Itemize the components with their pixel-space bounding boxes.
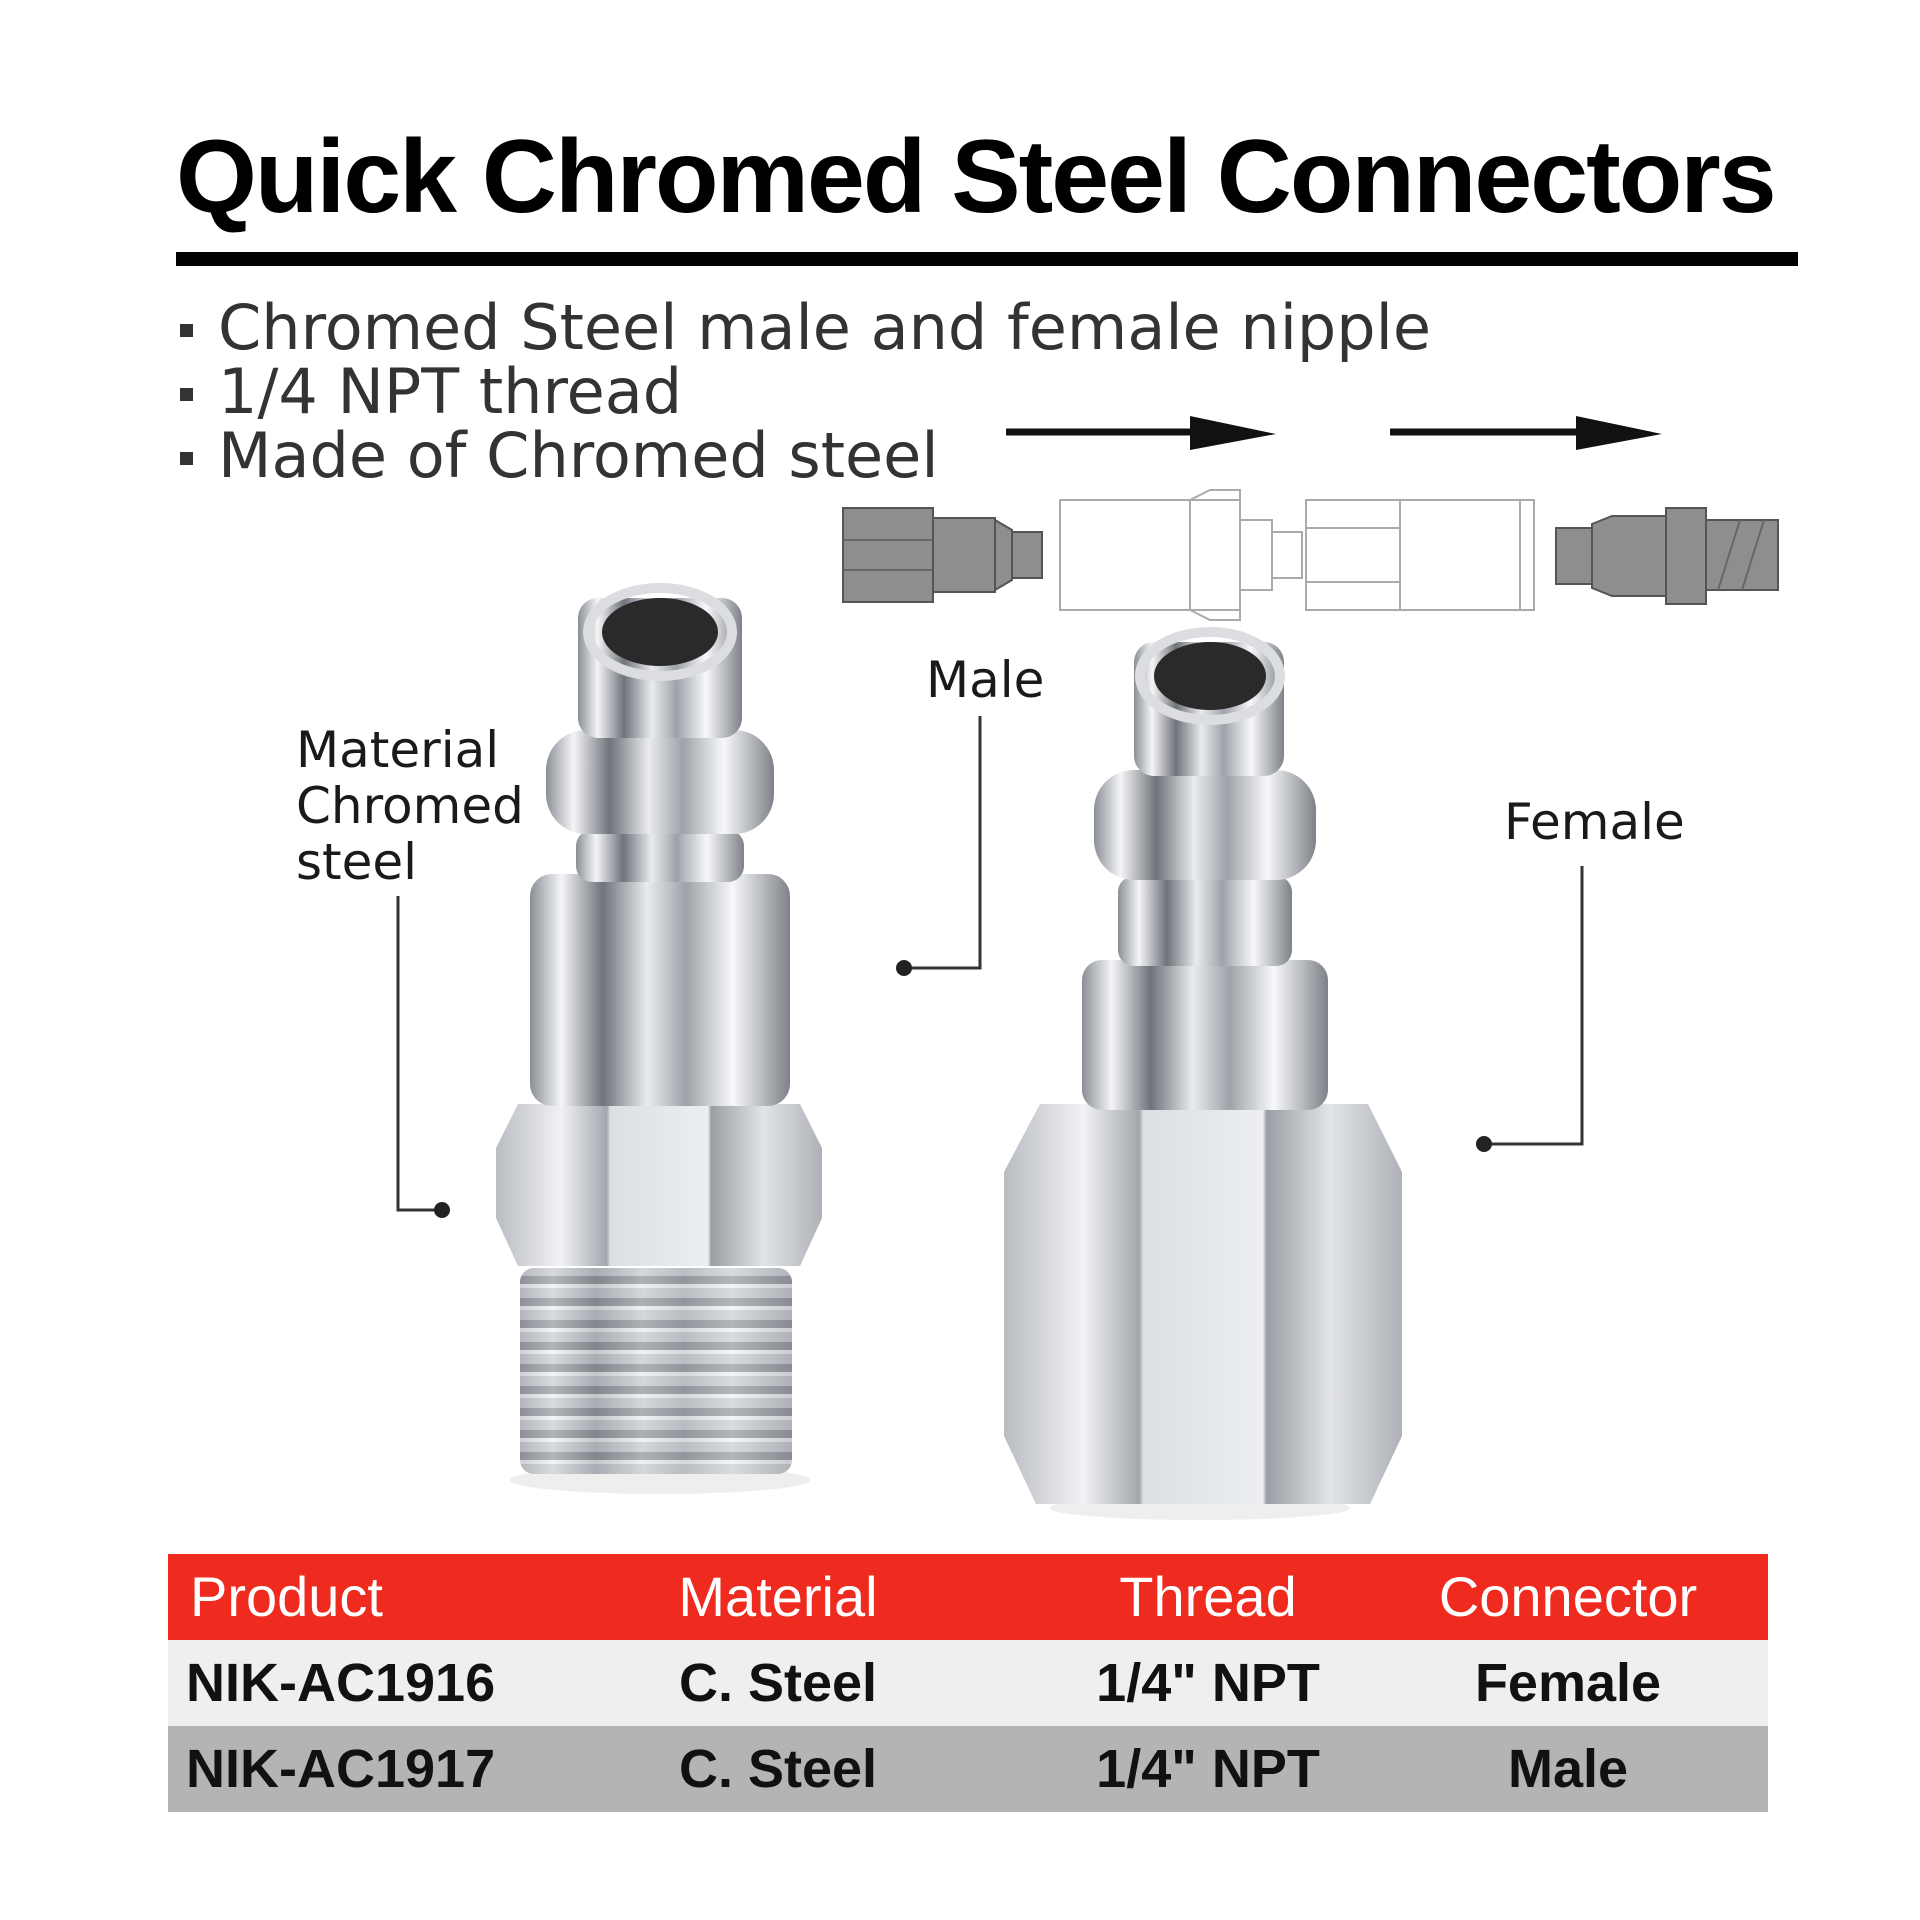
arrow-right-icon <box>1006 416 1276 450</box>
feature-item: Made of Chromed steel <box>176 424 1431 488</box>
feature-item: 1/4 NPT thread <box>176 360 1431 424</box>
bullet-icon <box>180 452 193 465</box>
feature-list: Chromed Steel male and female nipple 1/4… <box>176 296 1431 488</box>
table-cell: 1/4" NPT <box>1096 1653 1320 1713</box>
callout-line: Material <box>296 721 500 779</box>
callout-dot <box>434 1202 450 1218</box>
callout-leader-male <box>904 716 982 970</box>
table-cell: C. Steel <box>678 1653 878 1713</box>
callout-material: Material Chromed steel <box>296 722 524 890</box>
title-underline <box>176 252 1798 266</box>
table-header-row: Product Material Thread Connector <box>168 1554 1768 1640</box>
column-header: Material <box>678 1565 878 1628</box>
feature-text: Made of Chromed steel <box>218 419 939 492</box>
column-header: Thread <box>1119 1565 1297 1628</box>
callout-dot <box>896 960 912 976</box>
callout-female: Female <box>1504 793 1685 851</box>
table-cell: NIK-AC1916 <box>186 1653 496 1713</box>
table-cell: 1/4" NPT <box>1096 1739 1320 1799</box>
feature-item: Chromed Steel male and female nipple <box>176 296 1431 360</box>
column-header: Product <box>190 1565 383 1628</box>
arrow-right-icon <box>1390 416 1662 450</box>
callout-dot <box>1476 1136 1492 1152</box>
callout-leader-female <box>1484 866 1584 1146</box>
feature-text: 1/4 NPT thread <box>218 355 683 428</box>
feature-text: Chromed Steel male and female nipple <box>218 291 1431 364</box>
table-cell: Female <box>1474 1653 1662 1713</box>
column-header: Connector <box>1438 1565 1698 1628</box>
male-connector-photo <box>496 583 822 1494</box>
bullet-icon <box>180 324 193 337</box>
spec-table: Product Material Thread Connector NIK-AC… <box>168 1554 1768 1812</box>
bullet-icon <box>180 388 193 401</box>
callout-line: steel <box>296 833 418 891</box>
fitting-diagram <box>842 489 1779 621</box>
table-row: NIK-AC1917 C. Steel 1/4" NPT Male <box>168 1726 1768 1812</box>
female-connector-photo <box>1004 627 1402 1520</box>
table-cell: NIK-AC1917 <box>186 1739 496 1799</box>
table-cell: Male <box>1507 1739 1629 1799</box>
table-row: NIK-AC1916 C. Steel 1/4" NPT Female <box>168 1640 1768 1726</box>
callout-male: Male <box>926 651 1045 709</box>
page-title: Quick Chromed Steel Connectors <box>176 119 1777 235</box>
callout-leader-material <box>396 896 442 1212</box>
callout-line: Chromed <box>296 777 524 835</box>
table-cell: C. Steel <box>678 1739 878 1799</box>
